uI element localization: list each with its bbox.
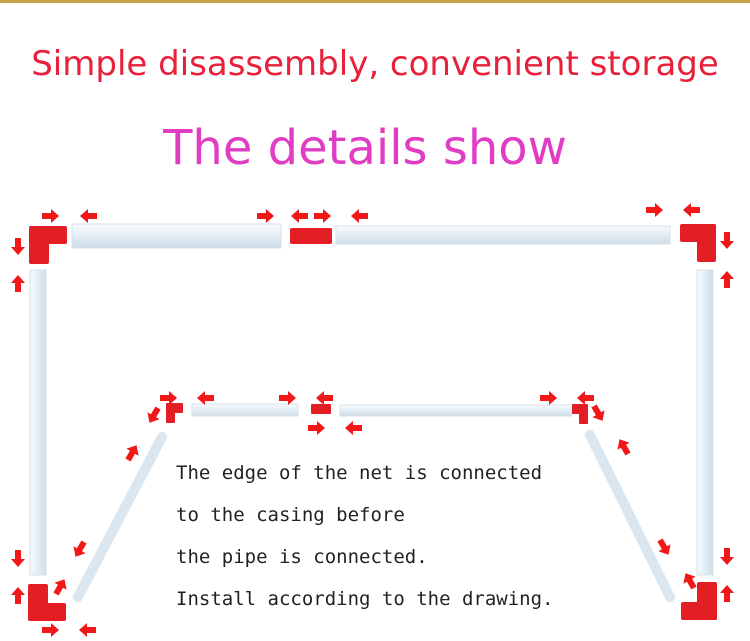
- red-arrow-icon: [291, 209, 308, 223]
- elbow-connector-icon: [681, 582, 717, 620]
- pipe-inner-top-right: [339, 404, 573, 417]
- red-arrow-icon: [143, 404, 165, 427]
- note-line: to the casing before: [176, 504, 405, 526]
- elbow-connector-icon: [572, 404, 588, 424]
- note-line: The edge of the net is connected: [176, 462, 543, 484]
- red-arrow-icon: [11, 238, 25, 255]
- red-arrow-icon: [11, 587, 25, 604]
- red-arrow-icon: [314, 209, 331, 223]
- pipe-top-left: [71, 223, 282, 249]
- pipe-right-vertical: [696, 269, 714, 576]
- elbow-connector-icon: [29, 226, 67, 264]
- pipe-inner-right-diagonal: [585, 430, 675, 602]
- note-line: the pipe is connected.: [176, 546, 428, 568]
- red-arrow-icon: [80, 209, 97, 223]
- red-arrow-icon: [69, 538, 91, 561]
- red-arrow-icon: [11, 275, 25, 292]
- red-arrow-icon: [613, 435, 635, 458]
- red-arrow-icon: [121, 441, 143, 464]
- installation-notes: The edge of the net is connected to the …: [176, 457, 554, 625]
- pipe-left-vertical: [29, 269, 47, 576]
- red-arrow-icon: [308, 421, 325, 435]
- red-arrow-icon: [11, 550, 25, 567]
- red-arrow-icon: [653, 536, 675, 559]
- straight-connector-icon: [290, 228, 332, 244]
- straight-connector-icon: [311, 404, 331, 414]
- red-arrow-icon: [720, 548, 734, 565]
- elbow-connector-icon: [166, 403, 183, 423]
- red-arrow-icon: [160, 391, 177, 405]
- subheadline: The details show: [163, 120, 567, 176]
- red-arrow-icon: [646, 203, 663, 217]
- red-arrow-icon: [720, 271, 734, 288]
- pipe-top-right: [335, 225, 671, 245]
- red-arrow-icon: [351, 209, 368, 223]
- red-arrow-icon: [279, 391, 296, 405]
- red-arrow-icon: [683, 203, 700, 217]
- red-arrow-icon: [79, 623, 96, 637]
- red-arrow-icon: [720, 232, 734, 249]
- elbow-connector-icon: [28, 584, 66, 621]
- red-arrow-icon: [197, 391, 214, 405]
- red-arrow-icon: [345, 421, 362, 435]
- note-line: Install according to the drawing.: [176, 588, 554, 610]
- headline: Simple disassembly, convenient storage: [31, 44, 719, 84]
- red-arrow-icon: [49, 575, 71, 598]
- red-arrow-icon: [720, 585, 734, 602]
- red-arrow-icon: [42, 623, 59, 637]
- pipe-inner-top-left: [191, 403, 299, 417]
- red-arrow-icon: [42, 209, 59, 223]
- top-border-line: [0, 0, 750, 3]
- elbow-connector-icon: [680, 224, 716, 262]
- red-arrow-icon: [540, 391, 557, 405]
- red-arrow-icon: [587, 402, 609, 425]
- pipe-inner-left-diagonal: [73, 432, 167, 602]
- red-arrow-icon: [577, 391, 594, 405]
- red-arrow-icon: [257, 209, 274, 223]
- red-arrow-icon: [316, 391, 333, 405]
